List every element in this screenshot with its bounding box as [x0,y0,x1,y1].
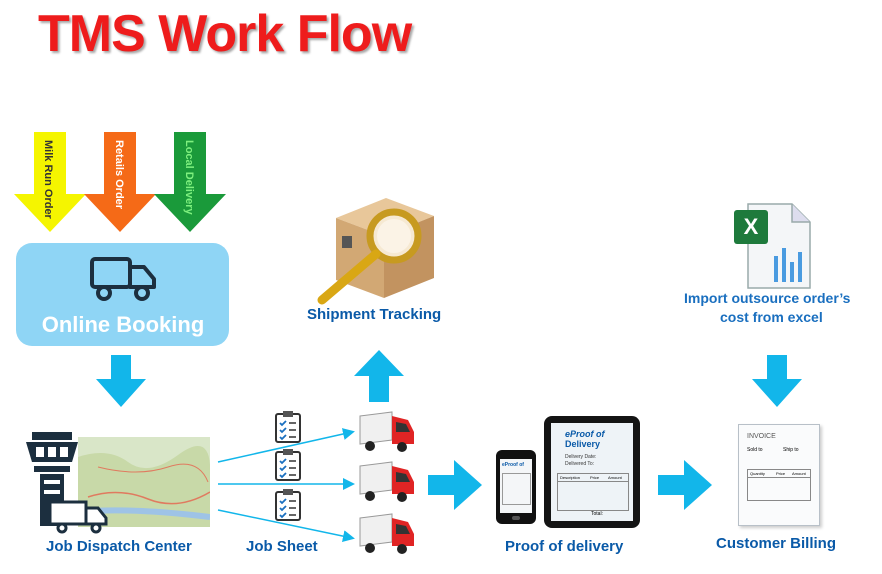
up-arrow-icon [354,350,404,402]
retails-order-arrow [84,132,156,232]
invoice-sold-to: Sold to [747,447,763,453]
clipboard-icon [275,411,301,443]
clipboard-icon [275,449,301,481]
excel-document-icon: X [734,203,811,289]
red-truck-icon [359,411,414,452]
local-delivery-label: Local Delivery [183,140,195,215]
pod-delivered-to: Delivered To: [565,461,595,467]
customer-billing-label: Customer Billing [716,535,837,552]
clipboard-icon [275,489,301,521]
down-arrow-icon [752,355,802,407]
phone-pod-brand: eProof of [502,462,524,468]
right-arrow-icon [428,460,482,510]
invoice-col-price: Price [776,471,786,476]
job-dispatch-label: Job Dispatch Center [46,538,192,555]
pod-delivery-date: Delivery Date: [565,454,597,460]
truck-icon [90,257,156,301]
pod-col-amount: Amount [608,475,622,480]
job-sheet-label: Job Sheet [246,538,318,555]
retails-order-label: Retails Order [113,140,125,210]
pod-brand: eProof of [565,429,605,439]
milk-run-order-arrow [14,132,86,232]
import-excel-label-line2: cost from excel [720,309,823,325]
svg-text:X: X [744,214,759,239]
invoice-document: INVOICE Sold to Ship to Quantity Price A… [738,424,820,526]
online-booking-label: Online Booking [41,312,205,337]
pod-total: Total: [591,511,603,517]
phone-device: eProof of [496,450,536,524]
local-delivery-arrow [154,132,226,232]
dispatch-truck-icon [48,500,108,534]
pod-brand-2: Delivery [565,439,601,449]
pod-col-description: Description [560,475,581,480]
import-excel-label-line1: Import outsource order’s [684,290,851,306]
right-arrow-icon [658,460,712,510]
shipment-tracking-label: Shipment Tracking [307,306,442,323]
invoice-col-quantity: Quantity [750,471,765,476]
tablet-device: eProof of Delivery Delivery Date: Delive… [544,416,640,528]
milk-run-order-label: Milk Run Order [42,140,54,219]
red-truck-icon [359,513,414,554]
pod-col-price: Price [590,475,600,480]
red-truck-icon [359,461,414,502]
down-arrow-icon [96,355,146,407]
invoice-col-amount: Amount [792,471,806,476]
invoice-ship-to: Ship to [783,447,799,453]
proof-of-delivery-label: Proof of delivery [505,538,624,555]
package-magnifier-icon [317,198,434,305]
diagram-title: TMS Work Flow [38,5,412,63]
invoice-title: INVOICE [747,433,776,440]
